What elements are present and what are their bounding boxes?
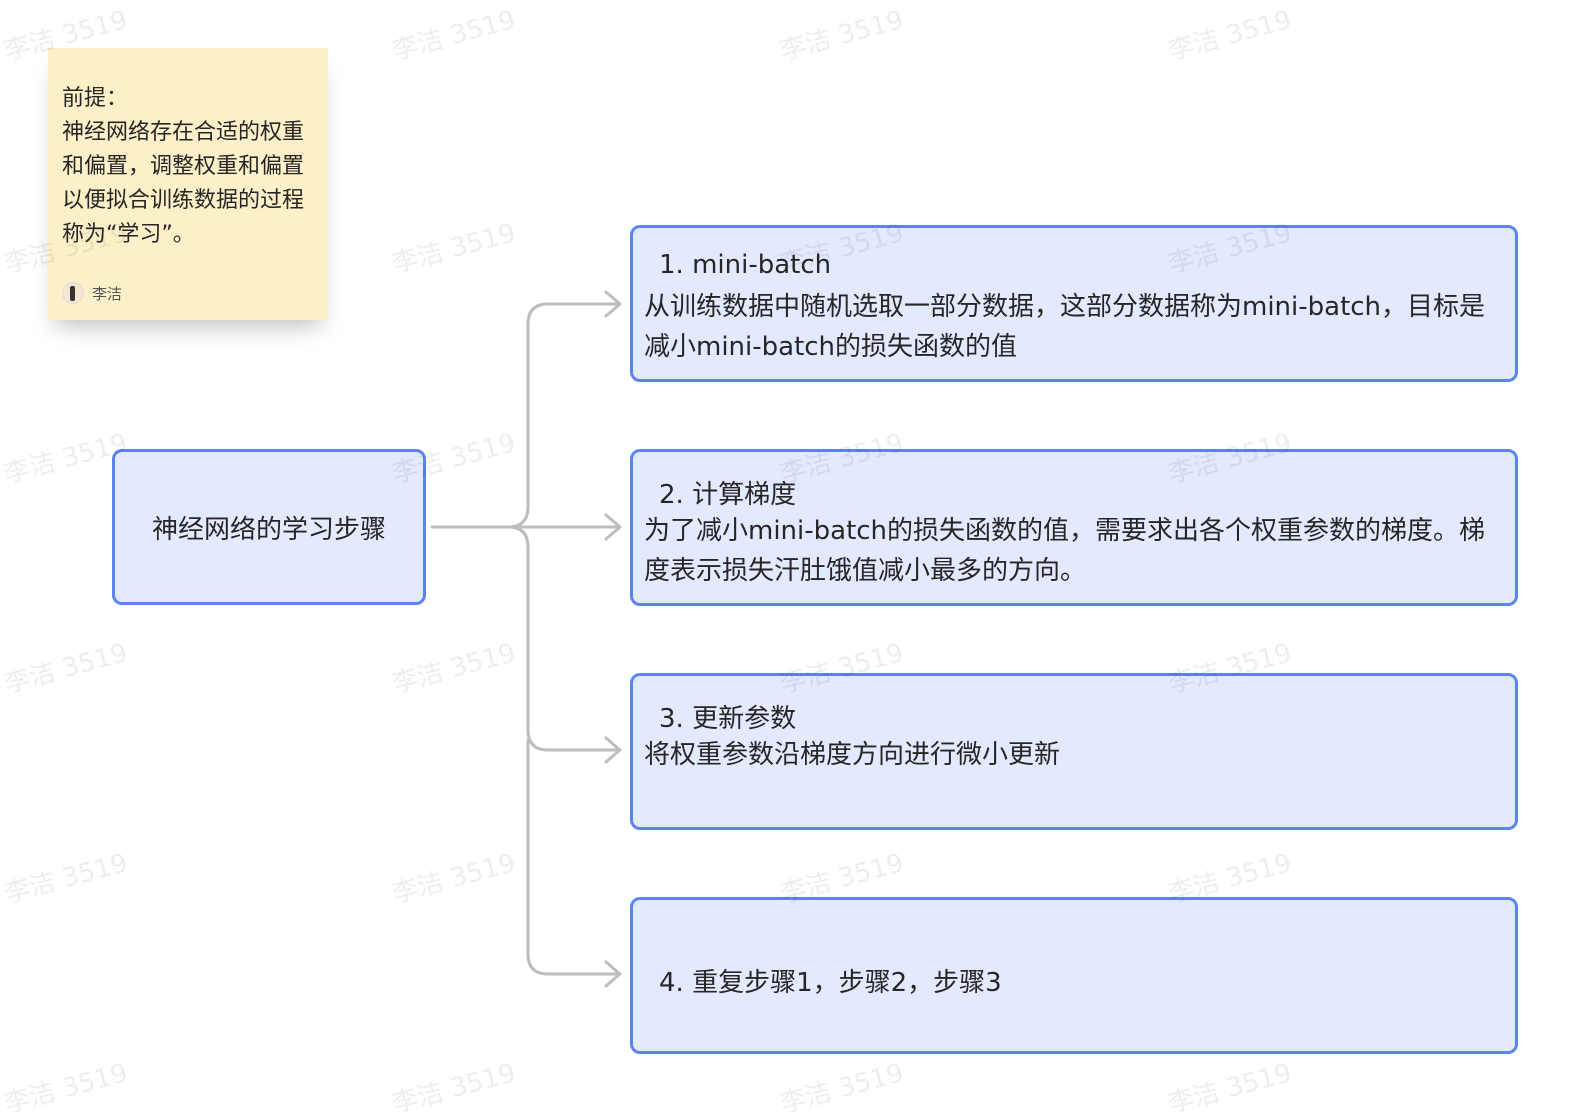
root-node[interactable]: 神经网络的学习步骤 xyxy=(112,449,426,605)
step-description: 将权重参数沿梯度方向进行微小更新 xyxy=(644,740,1061,770)
arrowhead-2 xyxy=(604,513,622,541)
author-name: 李洁 xyxy=(92,284,123,303)
note-body: 神经网络存在合适的权重和偏置，调整权重和偏置以便拟合训练数据的过程称为“学习”。 xyxy=(62,120,305,247)
step-title: 4. 重复步骤1，步骤2，步骤3 xyxy=(659,968,1002,998)
arrowhead-1 xyxy=(604,290,622,318)
trunk-line xyxy=(430,302,620,529)
arrowhead-4 xyxy=(604,960,622,988)
step-node-2[interactable]: 2. 计算梯度 为了减小mini-batch的损失函数的值，需要求出各个权重参数… xyxy=(630,449,1518,606)
branch-line-4 xyxy=(526,738,620,976)
step-node-4[interactable]: 4. 重复步骤1，步骤2，步骤3 xyxy=(630,897,1518,1054)
note-title: 前提： xyxy=(62,86,129,111)
step-node-3[interactable]: 3. 更新参数 将权重参数沿梯度方向进行微小更新 xyxy=(630,673,1518,830)
arrowhead-3 xyxy=(604,736,622,764)
step-description: 从训练数据中随机选取一部分数据，这部分数据称为mini-batch，目标是减小m… xyxy=(644,292,1486,362)
avatar xyxy=(62,282,84,304)
sticky-note[interactable]: 前提： 神经网络存在合适的权重和偏置，调整权重和偏置以便拟合训练数据的过程称为“… xyxy=(48,48,328,320)
step-title: 2. 计算梯度 xyxy=(659,480,797,510)
note-author: 李洁 xyxy=(62,282,122,304)
root-node-label: 神经网络的学习步骤 xyxy=(151,514,386,545)
step-title: 3. 更新参数 xyxy=(659,704,797,734)
step-description: 为了减小mini-batch的损失函数的值，需要求出各个权重参数的梯度。梯度表示… xyxy=(644,516,1486,586)
step-node-1[interactable]: 1. mini-batch 从训练数据中随机选取一部分数据，这部分数据称为min… xyxy=(630,225,1518,382)
branch-line-3 xyxy=(506,525,620,752)
step-title: 1. mini-batch xyxy=(659,250,832,280)
